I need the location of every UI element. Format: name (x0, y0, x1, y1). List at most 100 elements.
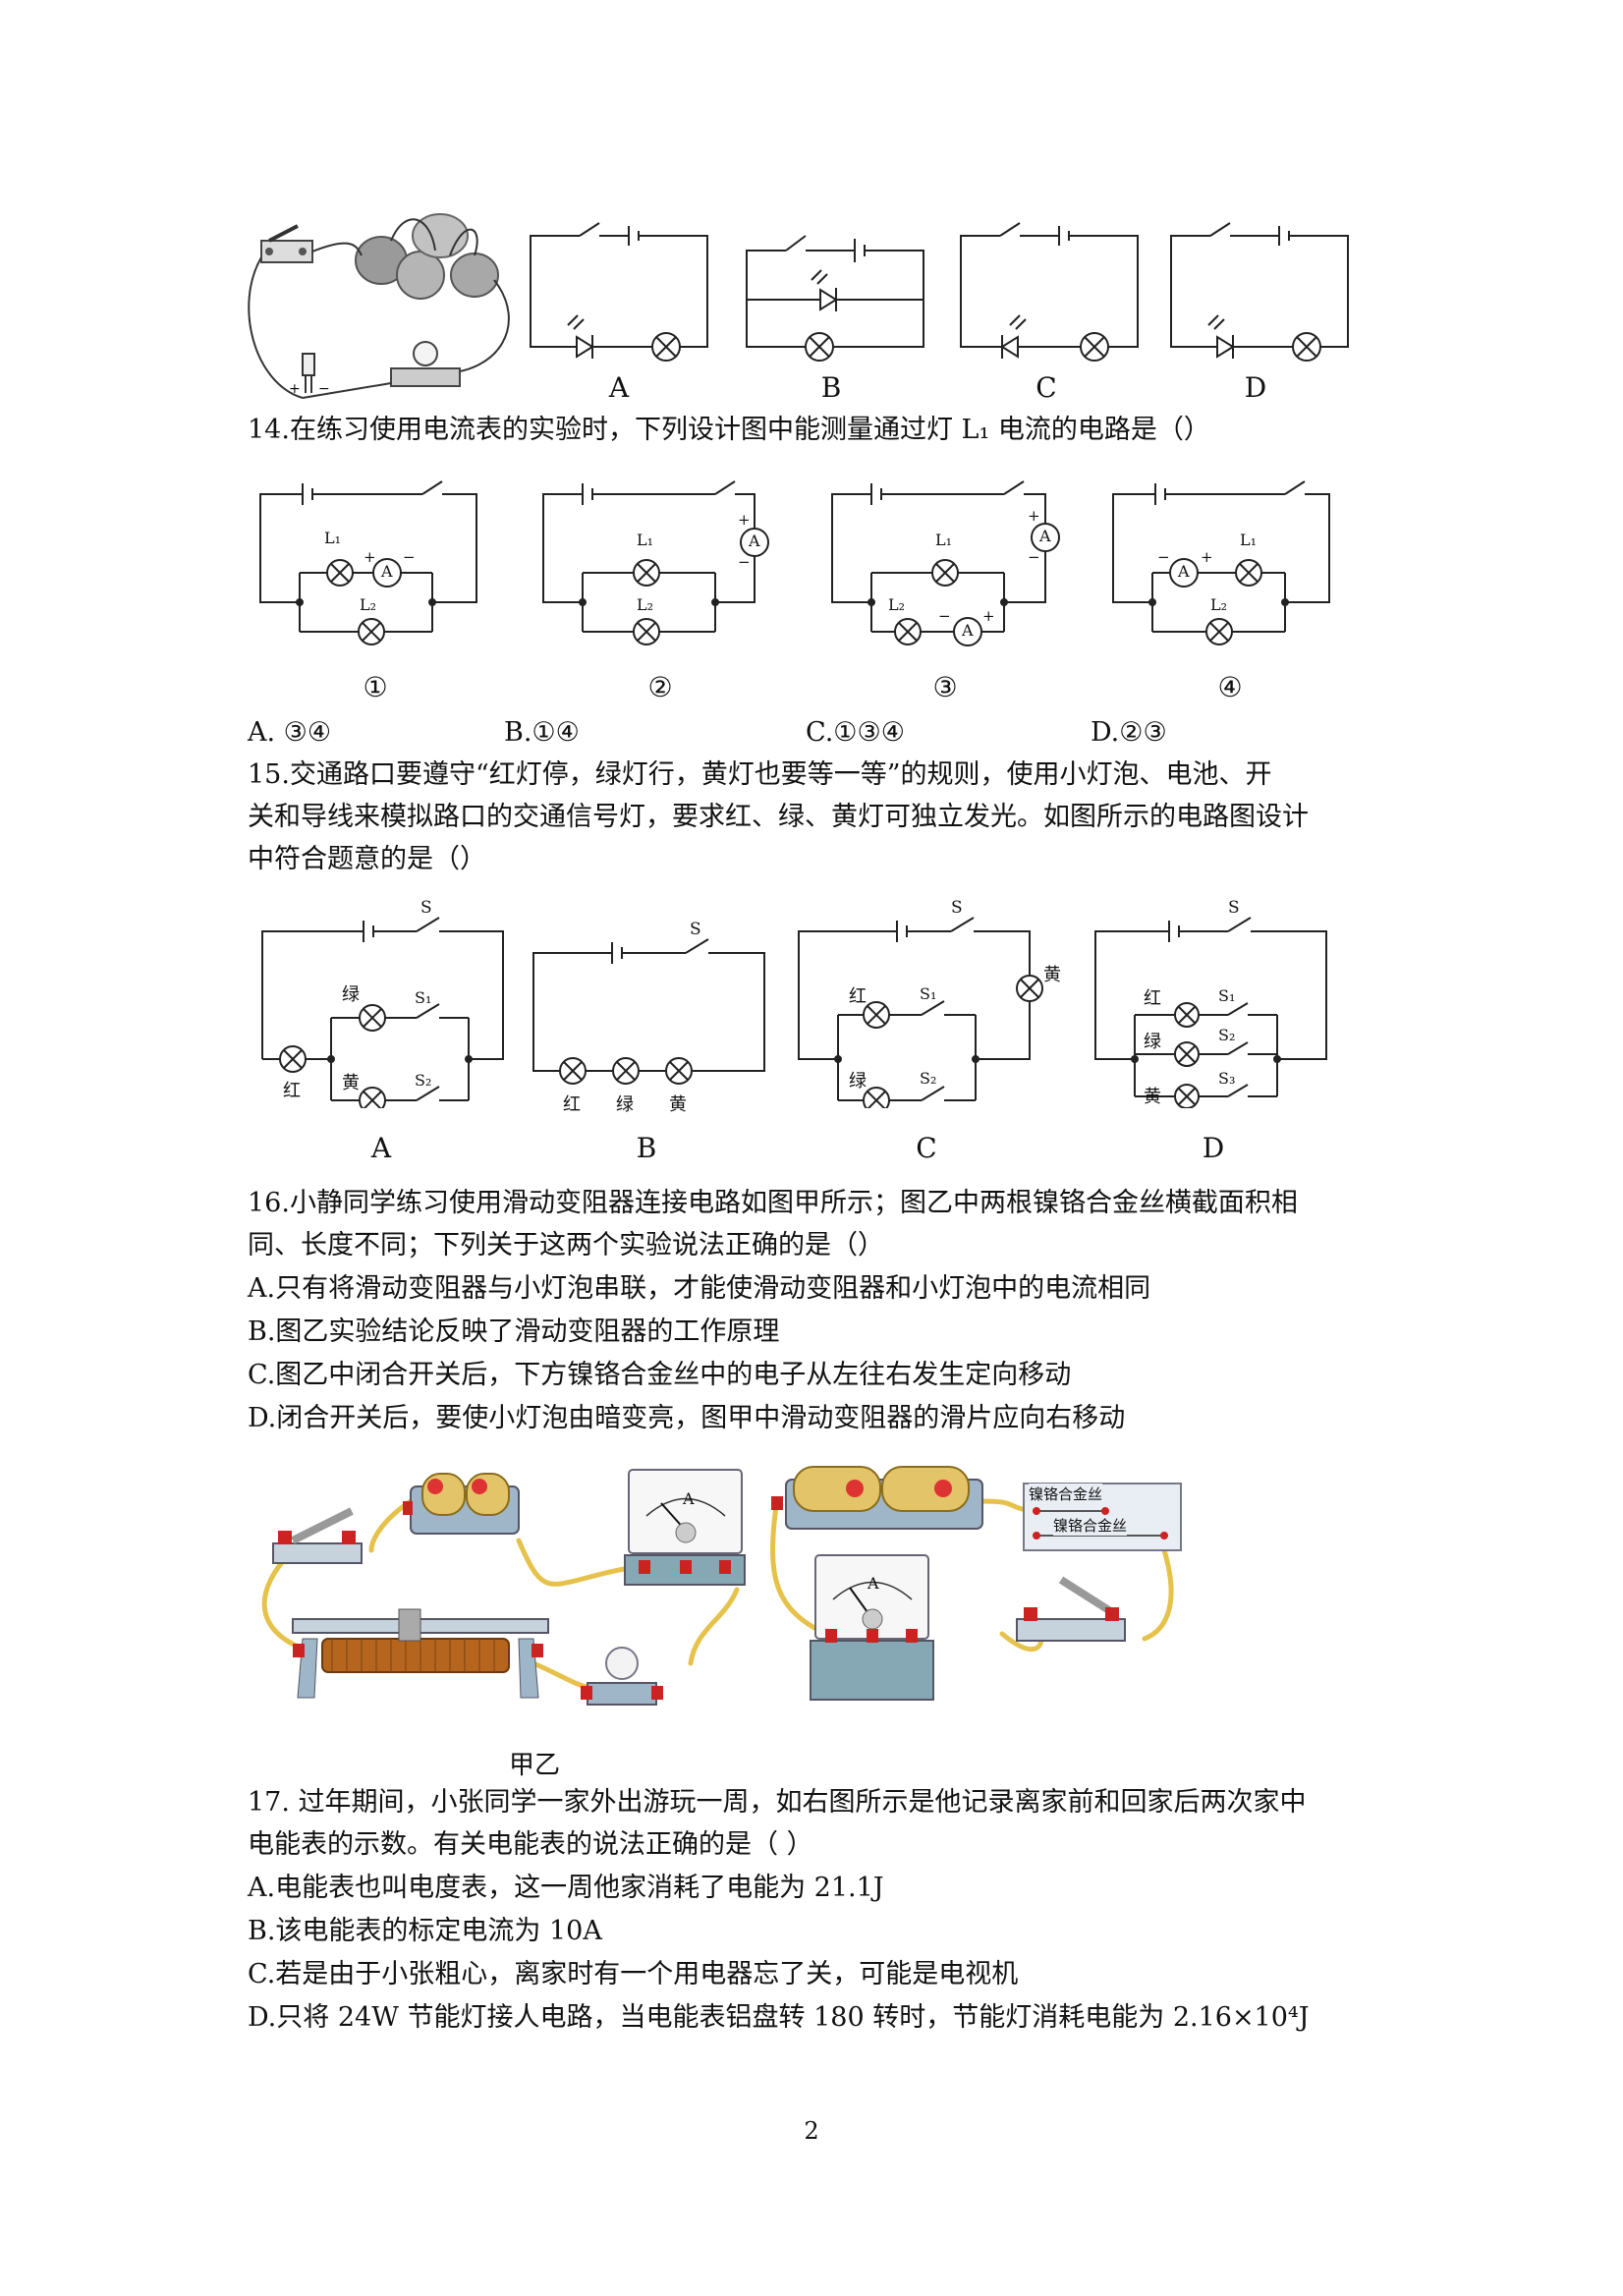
q14-circuit-1: L₁ A + − L₂ (255, 470, 481, 646)
q14-c3-plus1: + (1028, 507, 1040, 525)
q15-d-s: S (1228, 898, 1240, 918)
q14-c2-l2: L₂ (637, 595, 654, 614)
q14-c3-meter2: A (962, 621, 974, 640)
q15-circuit-d: S 红 S₁ 绿 S₂ 黄 S₃ (1091, 898, 1336, 1109)
q16-option-d: D.闭合开关后，要使小灯泡由暗变亮，图甲中滑动变阻器的滑片应向右移动 (248, 1403, 1126, 1433)
q15-label-a: A (370, 1132, 392, 1164)
q15-d-yellow: 黄 (1144, 1087, 1161, 1107)
q14-circuit-4: A − + L₁ L₂ (1108, 470, 1344, 646)
q13-label-a: A (608, 371, 630, 404)
q15-b-yellow: 黄 (669, 1094, 687, 1115)
q15-label-b: B (636, 1132, 657, 1164)
q15-a-s1: S₁ (415, 988, 432, 1007)
q13-photo-apparatus: +− (244, 196, 519, 408)
q15-d-s3: S₃ (1218, 1069, 1236, 1088)
q15-c-red: 红 (849, 986, 867, 1007)
q15-c-green: 绿 (849, 1071, 867, 1092)
q14-c4-l2: L₂ (1210, 595, 1228, 614)
q14-option-c: C.①③④ (806, 717, 905, 748)
q13-circuit-c (951, 221, 1147, 368)
svg-text:+: + (289, 381, 301, 397)
q14-c1-meter: A (381, 562, 393, 581)
q14-circuit-2: A + − L₁ L₂ (538, 470, 774, 646)
q17-option-b: B.该电能表的标定电流为 10A (248, 1916, 602, 1946)
q13-circuit-b (737, 221, 933, 368)
q13-circuit-a (521, 221, 717, 368)
q15-stem-line-3: 中符合题意的是（） (248, 844, 486, 874)
q15-a-s: S (420, 898, 432, 918)
q14-c3-plus2: + (982, 607, 995, 625)
q16-yi-board-label-2: 镍铬合金丝 (1053, 1515, 1128, 1536)
q14-c1-l1: L₁ (324, 529, 342, 547)
q13-label-c: C (1035, 371, 1057, 404)
q14-c1-l2: L₂ (360, 595, 377, 614)
q16-option-c: C.图乙中闭合开关后，下方镍铬合金丝中的电子从左往右发生定向移动 (248, 1360, 1072, 1390)
q14-circuit-label-3: ③ (932, 671, 958, 703)
q17-option-d: D.只将 24W 节能灯接人电路，当电能表铝盘转 180 转时，节能灯消耗电能为… (248, 2002, 1310, 2033)
q15-a-red: 红 (283, 1081, 301, 1101)
q14-c4-l1: L₁ (1240, 531, 1258, 549)
q14-c3-minus2: − (938, 607, 951, 625)
q14-c1-plus: + (364, 548, 376, 566)
q16-yi-board-label-1: 镍铬合金丝 (1029, 1484, 1103, 1504)
q15-d-s2: S₂ (1218, 1026, 1236, 1044)
q15-a-green: 绿 (342, 984, 360, 1005)
q14-c4-meter: A (1178, 562, 1190, 581)
q14-stem: 14.在练习使用电流表的实验时，下列设计图中能测量通过灯 L₁ 电流的电路是（） (248, 415, 1210, 445)
q15-d-green: 绿 (1144, 1032, 1161, 1052)
q14-c2-meter: A (749, 532, 760, 550)
q15-label-d: D (1202, 1132, 1225, 1164)
q14-circuit-3: A + − L₁ L₂ A − + (827, 470, 1063, 646)
q15-circuit-b: S 红 绿 黄 (529, 902, 774, 1115)
q15-c-s2: S₂ (920, 1069, 937, 1088)
q14-c1-minus: − (403, 548, 416, 566)
q16-option-b: B.图乙实验结论反映了滑动变阻器的工作原理 (248, 1316, 780, 1347)
q13-circuit-d (1161, 221, 1358, 368)
q14-c2-l1: L₁ (637, 531, 654, 549)
q14-option-d: D.②③ (1091, 717, 1167, 748)
q15-label-c: C (916, 1132, 937, 1164)
q15-c-s: S (951, 898, 963, 918)
q16-yi-meter: A (867, 1574, 879, 1593)
q16-stem-line-1: 16.小静同学练习使用滑动变阻器连接电路如图甲所示；图乙中两根镍铬合金丝横截面积… (248, 1188, 1298, 1218)
q16-option-a: A.只有将滑动变阻器与小灯泡串联，才能使滑动变阻器和小灯泡中的电流相同 (248, 1273, 1151, 1304)
q15-a-s2: S₂ (415, 1071, 432, 1090)
q15-circuit-c: S 黄 红 S₁ 绿 S₂ (794, 898, 1061, 1114)
q16-jia-meter: A (683, 1489, 695, 1508)
svg-text:−: − (318, 381, 330, 397)
q14-c3-l1: L₁ (935, 531, 953, 549)
q16-stem-line-2: 同、长度不同；下列关于这两个实验说法正确的是（） (248, 1230, 884, 1260)
q14-c4-plus: + (1201, 548, 1213, 566)
q14-option-a: A. ③④ (248, 717, 332, 748)
q16-figure-jia: A (253, 1462, 764, 1722)
q16-figure-yi: 镍铬合金丝 镍铬合金丝 A (766, 1462, 1189, 1732)
q15-stem-line-1: 15.交通路口要遵守“红灯停，绿灯行，黄灯也要等一等”的规则，使用小灯泡、电池、… (248, 759, 1272, 790)
q17-option-a: A.电能表也叫电度表，这一周他家消耗了电能为 21.1J (248, 1873, 884, 1903)
page-number: 2 (804, 2117, 819, 2145)
q14-circuit-label-2: ② (647, 671, 673, 703)
q15-a-yellow: 黄 (342, 1073, 360, 1093)
q14-c3-minus1: − (1028, 548, 1040, 566)
q17-stem-line-2: 电能表的示数。有关电能表的说法正确的是（ ） (248, 1829, 813, 1860)
q15-d-red: 红 (1144, 988, 1161, 1009)
q15-b-green: 绿 (616, 1094, 634, 1115)
q14-c4-minus: − (1157, 548, 1170, 566)
q15-c-s1: S₁ (920, 984, 937, 1003)
q17-option-c: C.若是由于小张粗心，离家时有一个用电器忘了关，可能是电视机 (248, 1959, 1019, 1989)
q16-figure-caption: 甲乙 (509, 1751, 561, 1780)
q14-c3-meter1: A (1039, 527, 1051, 545)
q15-stem-line-2: 关和导线来模拟路口的交通信号灯，要求红、绿、黄灯可独立发光。如图所示的电路图设计 (248, 802, 1309, 832)
q14-circuit-label-4: ④ (1217, 671, 1243, 703)
q14-c3-l2: L₂ (888, 595, 906, 614)
q14-c2-minus: − (738, 553, 751, 571)
q15-circuit-a: S 绿 S₁ 红 黄 S₂ (257, 898, 513, 1114)
q15-b-red: 红 (563, 1094, 581, 1115)
q17-stem-line-1: 17. 过年期间，小张同学一家外出游玩一周，如右图所示是他记录离家前和回家后两次… (248, 1787, 1307, 1818)
q14-option-b: B.①④ (504, 717, 580, 748)
q14-c2-plus: + (738, 511, 751, 529)
q13-label-d: D (1244, 371, 1267, 404)
q15-d-s1: S₁ (1218, 986, 1236, 1005)
q13-label-b: B (820, 371, 842, 404)
q15-c-yellow: 黄 (1043, 965, 1061, 985)
q14-circuit-label-1: ① (363, 671, 388, 703)
